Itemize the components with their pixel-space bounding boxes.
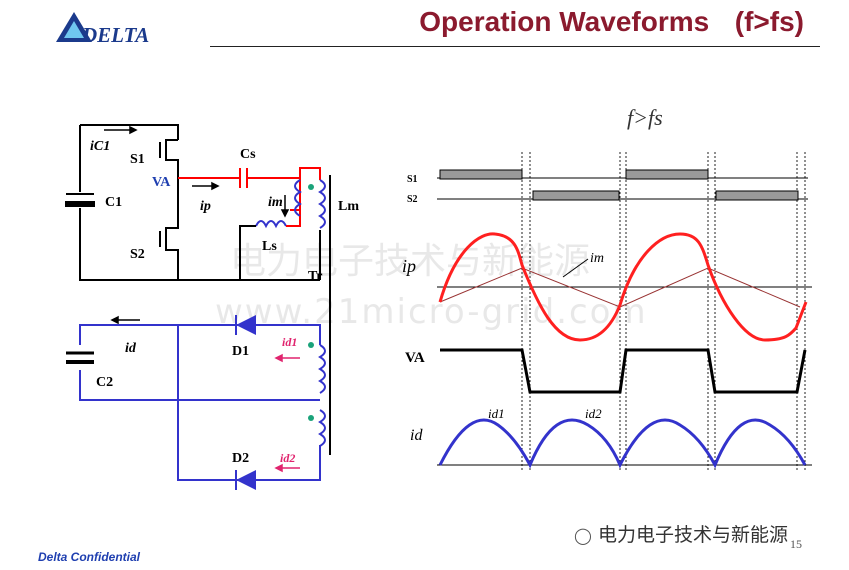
wire-secondary-mid: [79, 370, 320, 401]
trace-label-s2: S2: [407, 194, 418, 205]
trace-label-id1: id1: [488, 406, 505, 421]
footer-confidential: Delta Confidential: [38, 550, 141, 564]
trace-label-id: id: [410, 427, 423, 444]
label-ls: Ls: [262, 239, 277, 254]
switch-s1: [165, 139, 179, 178]
winding-upper: [318, 344, 326, 394]
label-s1: S1: [130, 152, 145, 167]
diode-d2: [235, 470, 256, 490]
delta-logo: DELTA: [52, 8, 177, 50]
label-tr: Tr: [308, 269, 323, 284]
inductor-ls: [255, 220, 287, 229]
gate-s2: [437, 190, 808, 201]
inductor-lm: [294, 179, 326, 229]
dot-primary: [308, 184, 314, 190]
trace-label-s1: S1: [407, 174, 418, 185]
label-ip: ip: [200, 199, 211, 214]
trace-label-im: im: [590, 251, 604, 266]
label-d2: D2: [232, 451, 249, 466]
winding-lower: [318, 409, 326, 447]
trace-label-id2: id2: [585, 406, 602, 421]
label-d1: D1: [232, 344, 249, 359]
trace-label-ip: ip: [402, 256, 416, 276]
waveform-heading: f>fs: [627, 105, 663, 130]
label-s2: S2: [130, 247, 145, 262]
label-id2: id2: [280, 451, 295, 465]
label-va: VA: [152, 175, 171, 190]
wechat-icon: ◯: [574, 526, 592, 545]
wire-c1-bottom: [79, 208, 178, 281]
trace-ip: [438, 232, 808, 342]
dot-secondary-2: [308, 415, 314, 421]
capacitor-c1-plate-bottom: [65, 201, 95, 207]
label-c1: C1: [105, 195, 122, 210]
trace-id: [438, 418, 807, 469]
switch-s2: [165, 178, 179, 280]
diode-d1: [235, 315, 256, 335]
wire-top: [80, 124, 179, 140]
page-number: 15: [790, 537, 802, 551]
label-cs: Cs: [240, 147, 256, 162]
label-im: im: [268, 195, 283, 210]
label-id: id: [125, 341, 137, 356]
capacitor-c2-plate-bottom: [66, 360, 94, 364]
label-id1: id1: [282, 335, 297, 349]
wechat-account: ◯ 电力电子技术与新能源: [574, 520, 788, 547]
label-lm: Lm: [338, 199, 359, 214]
wechat-label: 电力电子技术与新能源: [597, 524, 788, 546]
title-condition: (f>fs): [734, 6, 804, 37]
page-title: Operation Waveforms (f>fs): [419, 6, 804, 38]
label-c2: C2: [96, 375, 113, 390]
title-text: Operation Waveforms: [419, 6, 710, 37]
logo-text: DELTA: [81, 23, 149, 47]
trace-va: [440, 348, 807, 394]
wire-secondary-top: [79, 324, 321, 345]
dot-secondary-1: [308, 342, 314, 348]
time-markers: [521, 152, 806, 470]
gate-s1: [437, 169, 808, 180]
trace-label-va: VA: [405, 350, 425, 366]
title-divider: [210, 46, 820, 47]
label-ic1: iC1: [90, 139, 110, 154]
